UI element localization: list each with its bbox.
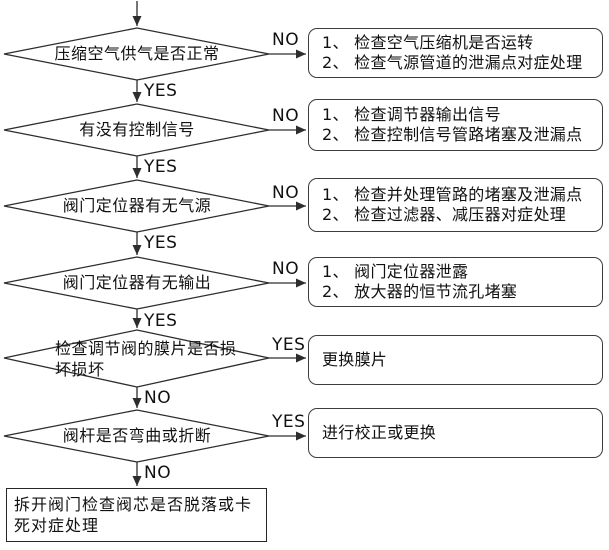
decision-question-1: 压缩空气供气是否正常 xyxy=(54,44,220,63)
down-label-2: YES xyxy=(144,157,178,177)
branch-label-2: NO xyxy=(272,106,300,126)
action-line: 2、 放大器的恒节流孔堵塞 xyxy=(322,282,518,301)
decision-question-5: 检查调节阀的膜片是否损坏损坏 xyxy=(55,339,237,379)
down-label-6: NO xyxy=(144,463,172,483)
action-line: 进行校正或更换 xyxy=(322,423,437,442)
action-line: 2、 检查过滤器、减压器对症处理 xyxy=(322,205,567,224)
action-box-1: 1、 检查空气压缩机是否运转 2、 检查气源管道的泄漏点对症处理 xyxy=(308,28,603,78)
down-label-5: NO xyxy=(144,388,172,408)
action-line: 1、 检查并处理管路的堵塞及泄漏点 xyxy=(322,185,583,204)
action-box-4: 1、 阀门定位器泄露 2、 放大器的恒节流孔堵塞 xyxy=(308,257,603,307)
decision-question-3: 阀门定位器有无气源 xyxy=(62,196,212,215)
branch-label-5: YES xyxy=(272,335,306,355)
action-box-3: 1、 检查并处理管路的堵塞及泄漏点 2、 检查过滤器、减压器对症处理 xyxy=(308,178,603,232)
down-label-4: YES xyxy=(144,311,178,331)
action-box-5: 更换膜片 xyxy=(308,335,603,385)
final-action-box: 拆开阀门检查阀芯是否脱落或卡死对症处理 xyxy=(6,488,267,542)
action-line: 2、 检查气源管道的泄漏点对症处理 xyxy=(322,53,583,72)
action-line: 1、 阀门定位器泄露 xyxy=(322,262,469,281)
action-box-2: 1、 检查调节器输出信号 2、 检查控制信号管路堵塞及泄漏点 xyxy=(308,99,603,151)
branch-label-4: NO xyxy=(272,259,300,279)
action-line: 1、 检查空气压缩机是否运转 xyxy=(322,33,534,52)
action-line: 更换膜片 xyxy=(322,350,388,369)
action-line: 2、 检查控制信号管路堵塞及泄漏点 xyxy=(322,125,583,144)
decision-question-4: 阀门定位器有无输出 xyxy=(62,273,212,292)
branch-label-1: NO xyxy=(272,30,300,50)
down-label-1: YES xyxy=(144,81,178,101)
branch-label-6: YES xyxy=(272,412,306,432)
down-label-3: YES xyxy=(144,233,178,253)
action-box-6: 进行校正或更换 xyxy=(308,408,603,458)
decision-question-6: 阀杆是否弯曲或折断 xyxy=(62,426,212,445)
action-line: 1、 检查调节器输出信号 xyxy=(322,105,501,124)
decision-question-2: 有没有控制信号 xyxy=(79,120,195,139)
branch-label-3: NO xyxy=(272,183,300,203)
